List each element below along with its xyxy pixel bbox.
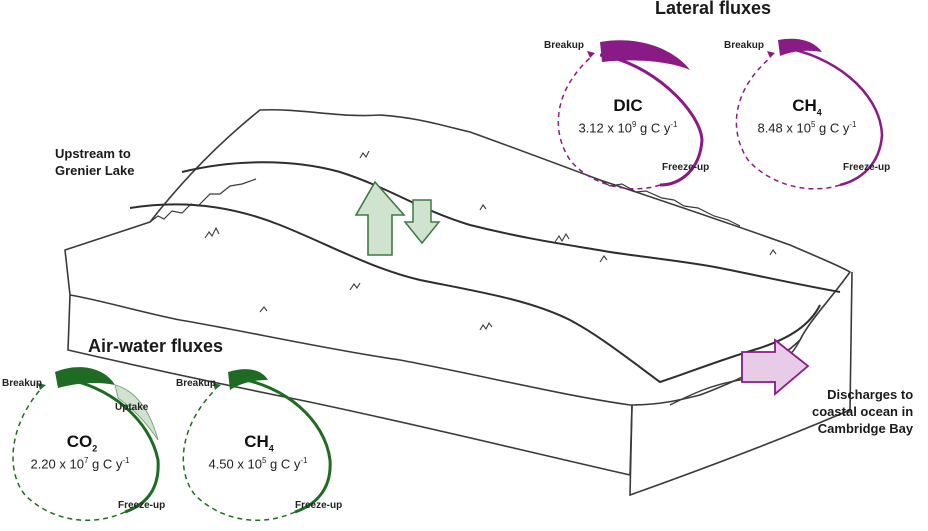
discharge-label: Discharges to coastal ocean in Cambridge… [812, 387, 914, 436]
dic-breakup-arrowhead [587, 51, 595, 58]
dic-cycle-solid [599, 53, 704, 187]
upstream-label: Upstream to Grenier Lake [55, 146, 135, 178]
upward-flux-arrow [354, 180, 406, 256]
co2-gas-label: CO2 [66, 432, 98, 454]
co2-freezeup-label: Freeze-up [118, 500, 166, 511]
dic-gas-label: DIC [613, 96, 643, 115]
vegetation-tufts [204, 150, 777, 331]
river-bank-upper [181, 161, 841, 293]
ch4-lateral-cycle-dashed [735, 57, 841, 190]
ch4-lateral-flux-wedge [778, 38, 822, 56]
ch4-airwater-freezeup-label: Freeze-up [295, 500, 343, 511]
co2-cycle-dashed [12, 389, 126, 522]
co2-flux-wedge [55, 367, 115, 388]
ch4-lateral-breakup-label: Breakup [724, 40, 765, 51]
ch4-airwater-gas-label: CH4 [244, 432, 274, 454]
ch4-airwater-value: 4.50 x 105 g C y-1 [208, 456, 308, 472]
airwater-fluxes-title: Air-water fluxes [88, 336, 224, 356]
ch4-airwater-cycle-dashed [182, 389, 296, 522]
ch4-airwater-flux-wedge [228, 369, 268, 390]
co2-cycle-solid [59, 376, 160, 514]
river-bank-lower [129, 203, 821, 384]
ch4-lateral-gas-label: CH4 [792, 96, 822, 118]
co2-breakup-arrowhead [38, 383, 46, 390]
ch4-airwater-breakup-arrowhead [213, 383, 221, 390]
dic-breakup-label: Breakup [544, 40, 585, 51]
discharge-arrow [741, 338, 810, 396]
dic-value: 3.12 x 109 g C y-1 [578, 120, 678, 136]
co2-uptake-wedge [114, 384, 159, 441]
ch4-airwater-breakup-label: Breakup [176, 378, 217, 389]
ch4-lateral-freezeup-label: Freeze-up [843, 162, 891, 173]
dic-freezeup-label: Freeze-up [662, 162, 710, 173]
co2-uptake-label: Uptake [115, 402, 149, 413]
dic-cycle-dashed [557, 57, 661, 190]
block-top-outline [64, 108, 851, 406]
downward-flux-arrow [403, 199, 441, 245]
co2-breakup-label: Breakup [2, 378, 43, 389]
dic-flux-wedge [600, 40, 690, 70]
block-front-face [67, 294, 633, 476]
ch4-airwater-cycle-solid [234, 376, 332, 514]
ch4-lateral-cycle-solid [784, 46, 884, 187]
ch4-lateral-breakup-arrowhead [767, 51, 775, 58]
co2-value: 2.20 x 107 g C y-1 [30, 456, 130, 472]
top-edge-texture [149, 178, 741, 227]
lateral-fluxes-title: Lateral fluxes [655, 0, 772, 18]
ch4-lateral-value: 8.48 x 105 g C y-1 [757, 120, 857, 136]
block-side-face [629, 271, 853, 497]
